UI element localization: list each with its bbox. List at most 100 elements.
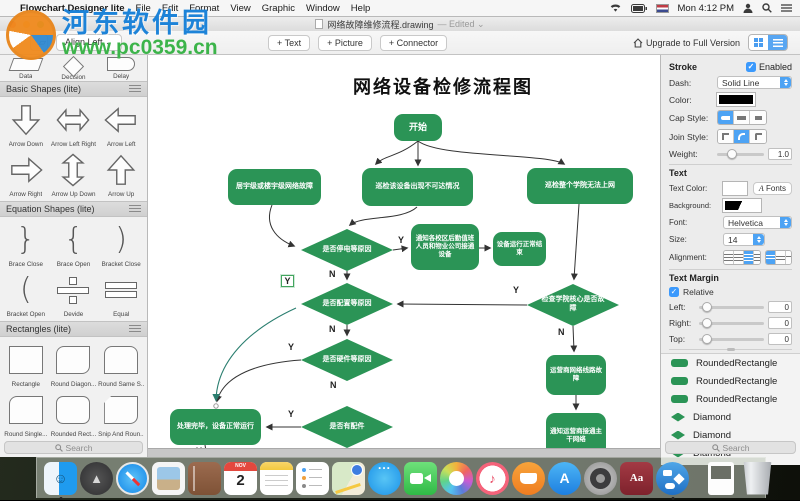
- flowchart-title[interactable]: 网络设备检修流程图: [323, 73, 563, 99]
- add-text-button[interactable]: + Text: [268, 35, 310, 51]
- flowchart-node-d3[interactable]: 检查学院核心是否故障: [527, 284, 619, 326]
- grid-view-button[interactable]: [749, 35, 768, 50]
- connector-label[interactable]: N: [558, 327, 565, 337]
- spotlight-search-icon[interactable]: [762, 3, 772, 13]
- flowchart-node-b3[interactable]: 巡检整个学院无法上网: [527, 168, 633, 204]
- join-round-button[interactable]: [734, 130, 750, 143]
- dock-icon-facetime[interactable]: [404, 462, 437, 495]
- dock-icon-contacts[interactable]: [188, 462, 221, 495]
- selected-connector-label[interactable]: Y: [281, 275, 294, 287]
- palette-section-header[interactable]: Basic Shapes (lite): [0, 81, 147, 97]
- view-toggle-group[interactable]: [748, 34, 788, 51]
- dock-icon-trash[interactable]: [741, 462, 774, 495]
- palette-shape-brace-open[interactable]: {Brace Open: [50, 219, 98, 269]
- dock-icon-safari[interactable]: [116, 462, 149, 495]
- wifi-icon[interactable]: [609, 3, 622, 13]
- palette-section-header[interactable]: Equation Shapes (lite): [0, 201, 147, 217]
- add-picture-button[interactable]: + Picture: [318, 35, 372, 51]
- flowchart-node-d4[interactable]: 是否硬件等原因: [301, 339, 393, 381]
- text-color-well[interactable]: [723, 182, 747, 195]
- palette-shape-decision[interactable]: Decision: [50, 55, 98, 81]
- dock-icon-photos[interactable]: [440, 462, 473, 495]
- align-right-button[interactable]: [734, 251, 744, 264]
- flowchart-node-r1[interactable]: 通知各校区后勤值班人员和物业公司接通设备: [411, 224, 479, 270]
- valign-bottom-button[interactable]: [786, 251, 792, 264]
- cap-round-button[interactable]: [718, 111, 734, 124]
- zoom-button[interactable]: [37, 21, 44, 28]
- list-view-button[interactable]: [768, 35, 787, 50]
- dock-icon-maps[interactable]: [332, 462, 365, 495]
- dock-icon-flowchart-designer[interactable]: [656, 462, 689, 495]
- connector-label[interactable]: N: [329, 324, 336, 334]
- palette-shape-delay[interactable]: Delay: [97, 55, 145, 81]
- dock-icon-finder[interactable]: ☺: [44, 462, 77, 495]
- flowchart-node-d1[interactable]: 是否停电等原因: [301, 229, 393, 271]
- dock-icon-ibooks[interactable]: [512, 462, 545, 495]
- dock-icon-system-preferences[interactable]: [584, 462, 617, 495]
- flowchart-node-b2[interactable]: 巡检该设备出现不可达情况: [362, 168, 473, 206]
- flowchart-node-b1[interactable]: 居宇级或楼宇级网络故障: [228, 169, 321, 205]
- dash-style-select[interactable]: Solid Line: [717, 76, 792, 89]
- canvas-page-edge[interactable]: [148, 448, 660, 457]
- dock-icon-document[interactable]: [705, 462, 738, 495]
- dock-icon-notes[interactable]: [260, 462, 293, 495]
- add-connector-button[interactable]: + Connector: [380, 35, 447, 51]
- palette-shape-arrow-right[interactable]: Arrow Right: [2, 149, 50, 199]
- stroke-color-well[interactable]: [717, 93, 755, 106]
- dock-icon-dictionary[interactable]: Aa: [620, 462, 653, 495]
- align-left-button[interactable]: [724, 251, 734, 264]
- palette-shape-arrow-left[interactable]: Arrow Left: [97, 99, 145, 149]
- shape-style-button[interactable]: ▱: [30, 34, 48, 51]
- palette-shape-equal[interactable]: Equal: [97, 269, 145, 319]
- menu-clock[interactable]: Mon 4:12 PM: [678, 3, 735, 14]
- palette-shape-rect-same[interactable]: Round Same S...: [97, 339, 145, 389]
- section-menu-icon[interactable]: [129, 325, 141, 333]
- join-miter-button[interactable]: [718, 130, 734, 143]
- valign-middle-button[interactable]: [776, 251, 786, 264]
- upgrade-button[interactable]: Upgrade to Full Version: [633, 38, 740, 48]
- flowchart-node-r3[interactable]: 运营商网络线路故障: [546, 355, 606, 395]
- text-background-well[interactable]: [723, 199, 761, 212]
- flowchart-canvas[interactable]: 网络设备检修流程图: [148, 55, 660, 457]
- notification-center-icon[interactable]: [781, 4, 792, 13]
- font-select[interactable]: Helvetica: [723, 216, 792, 229]
- margin-left-value[interactable]: 0: [768, 301, 792, 313]
- flowchart-node-d2[interactable]: 是否配置等原因: [301, 283, 393, 325]
- section-menu-icon[interactable]: [129, 85, 141, 93]
- palette-shape-devide[interactable]: Devide: [50, 269, 98, 319]
- sidebar-search-input[interactable]: Search: [4, 441, 143, 454]
- flowchart-node-start[interactable]: 开始: [394, 114, 442, 141]
- panel-splitter[interactable]: [669, 349, 792, 350]
- weight-value[interactable]: 1.0: [768, 148, 792, 160]
- palette-shape-arrow-left-right[interactable]: Arrow Left Right: [50, 99, 98, 149]
- join-style-segmented[interactable]: [717, 129, 767, 144]
- user-icon[interactable]: [743, 3, 753, 13]
- minimize-button[interactable]: [23, 21, 30, 28]
- menu-item-format[interactable]: Format: [189, 3, 219, 14]
- flowchart-node-r2[interactable]: 设备运行正常结束: [493, 232, 546, 266]
- palette-section-header[interactable]: Rectangles (lite): [0, 321, 147, 337]
- align-justify-button[interactable]: [754, 251, 761, 264]
- align-left-button[interactable]: Align Left ⌄: [56, 34, 122, 51]
- connector-label[interactable]: N: [329, 269, 336, 279]
- object-list-item-rounded[interactable]: RoundedRectangle: [661, 354, 800, 372]
- cap-style-segmented[interactable]: [717, 110, 767, 125]
- palette-shape-bracket-open[interactable]: (Bracket Open: [2, 269, 50, 319]
- dock-icon-messages[interactable]: ...: [368, 462, 401, 495]
- palette-shape-arrow-down[interactable]: Arrow Down: [2, 99, 50, 149]
- inspector-search-input[interactable]: Search: [665, 441, 796, 454]
- palette-shape-rect-round[interactable]: Rounded Rect...: [50, 389, 98, 439]
- menu-item-view[interactable]: View: [230, 3, 250, 14]
- cap-square-button[interactable]: [750, 111, 766, 124]
- stroke-enabled-checkbox[interactable]: ✓: [746, 62, 756, 72]
- margin-right-slider[interactable]: [699, 322, 764, 325]
- palette-shape-rect-snip[interactable]: Snip And Roun...: [97, 389, 145, 439]
- margin-right-value[interactable]: 0: [768, 317, 792, 329]
- menu-item-edit[interactable]: Edit: [162, 3, 178, 14]
- menu-item-graphic[interactable]: Graphic: [262, 3, 295, 14]
- connector-label[interactable]: Y: [288, 342, 294, 352]
- valign-top-button[interactable]: [766, 251, 776, 264]
- close-button[interactable]: [9, 21, 16, 28]
- palette-shape-rect[interactable]: Rectangle: [2, 339, 50, 389]
